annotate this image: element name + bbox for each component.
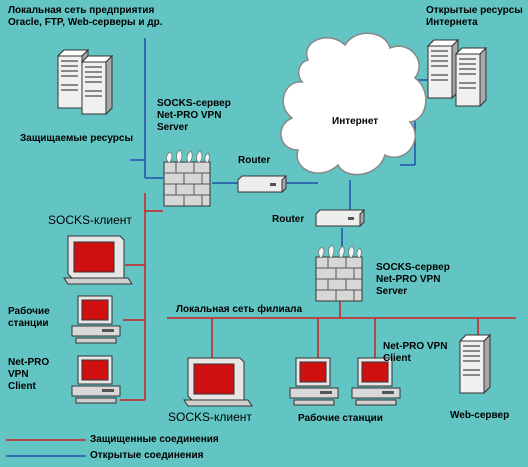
workstation-left-1 [71, 295, 121, 344]
label-vpn-client-left: Net-PRO VPN Client [8, 357, 50, 392]
web-server [459, 334, 491, 394]
label-protected-resources: Защищаемые ресурсы [20, 133, 133, 144]
label-workstations-left: Рабочие станции [8, 306, 50, 329]
workstation-bottom-1 [289, 357, 339, 406]
label-socks-client-bottom: SOCKS-клиент [168, 410, 252, 424]
corp-server-2 [81, 55, 113, 115]
legend-protected-label: Защищенные соединения [90, 434, 219, 445]
label-internet: Интернет [332, 116, 379, 127]
internet-server-1 [427, 39, 459, 99]
label-open-resources: Открытые ресурсы Интернета [426, 5, 523, 28]
label-socks-client-left: SOCKS-клиент [48, 213, 132, 227]
label-branch-lan: Локальная сеть филиала [176, 304, 303, 315]
open-connections [130, 38, 428, 255]
protected-connections [120, 193, 516, 401]
router-top [237, 175, 287, 193]
internet-cloud [280, 32, 427, 176]
label-socks-server-top: SOCKS-сервер Net-PRO VPN Server [157, 98, 231, 133]
socks-server-top [163, 149, 211, 207]
workstation-bottom-2 [351, 357, 401, 406]
socks-server-branch [315, 244, 363, 302]
label-web-server: Web-сервер [450, 410, 510, 421]
socks-client-left-laptop [63, 235, 133, 285]
label-corp-lan: Локальная сеть предприятия Oracle, FTP, … [8, 5, 163, 28]
internet-server-2 [455, 47, 487, 107]
label-workstations-bottom: Рабочие станции [298, 413, 383, 424]
label-vpn-client-right: Net-PRO VPN Client [383, 341, 448, 364]
socks-client-bottom-laptop [183, 357, 253, 407]
legend-open-label: Открытые соединения [90, 450, 204, 461]
label-router-top: Router [238, 155, 271, 166]
router-mid [315, 209, 365, 227]
label-socks-server-branch: SOCKS-сервер Net-PRO VPN Server [376, 262, 450, 297]
workstation-left-2 [71, 355, 121, 404]
label-router-mid: Router [272, 214, 305, 225]
